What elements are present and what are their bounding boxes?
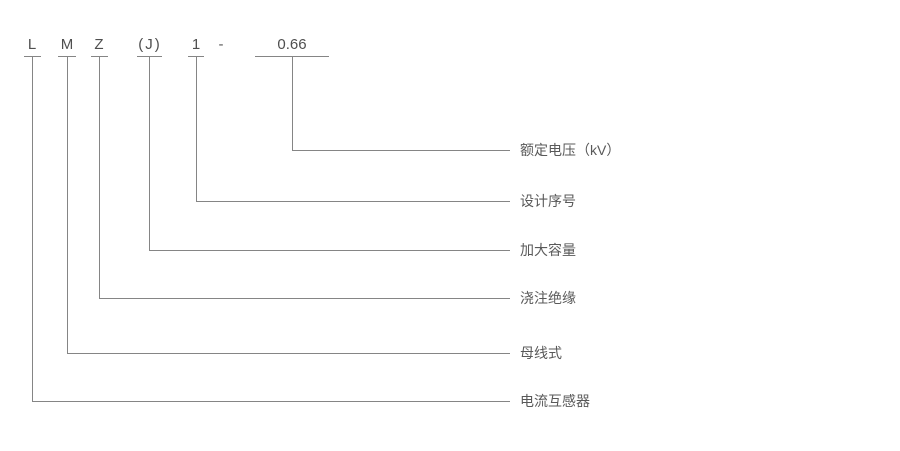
- code-separator-dash: -: [218, 36, 224, 53]
- connector-vertical-line: [67, 57, 68, 353]
- connector-horizontal-line: [196, 201, 510, 202]
- underline-tick: [91, 56, 108, 57]
- connector-horizontal-line: [292, 150, 510, 151]
- code-char-design-serial: 1: [191, 36, 201, 53]
- meaning-label-design-serial: 设计序号: [520, 193, 576, 209]
- underline-tick: [58, 56, 76, 57]
- meaning-label-busbar-type: 母线式: [520, 345, 562, 361]
- meaning-label-rated-voltage: 额定电压（kV）: [520, 142, 621, 158]
- meaning-label-current-transformer: 电流互感器: [520, 393, 590, 409]
- connector-horizontal-line: [149, 250, 510, 251]
- meaning-label-enlarged-capacity: 加大容量: [520, 242, 576, 258]
- connector-vertical-line: [32, 57, 33, 401]
- code-char-rated-voltage: 0.66: [277, 36, 307, 53]
- connector-vertical-line: [99, 57, 100, 298]
- underline-tick: [188, 56, 204, 57]
- underline-tick: [24, 56, 41, 57]
- code-char-current-transformer: L: [27, 36, 37, 53]
- underline-tick: [255, 56, 329, 57]
- code-char-busbar-type: M: [60, 36, 74, 53]
- connector-horizontal-line: [32, 401, 510, 402]
- underline-tick: [137, 56, 162, 57]
- connector-vertical-line: [292, 57, 293, 150]
- connector-vertical-line: [196, 57, 197, 201]
- code-char-enlarged-capacity: (J): [138, 36, 162, 53]
- code-char-cast-insulation: Z: [94, 36, 104, 53]
- connector-horizontal-line: [99, 298, 510, 299]
- connector-horizontal-line: [67, 353, 510, 354]
- meaning-label-cast-insulation: 浇注绝缘: [520, 290, 576, 306]
- connector-vertical-line: [149, 57, 150, 250]
